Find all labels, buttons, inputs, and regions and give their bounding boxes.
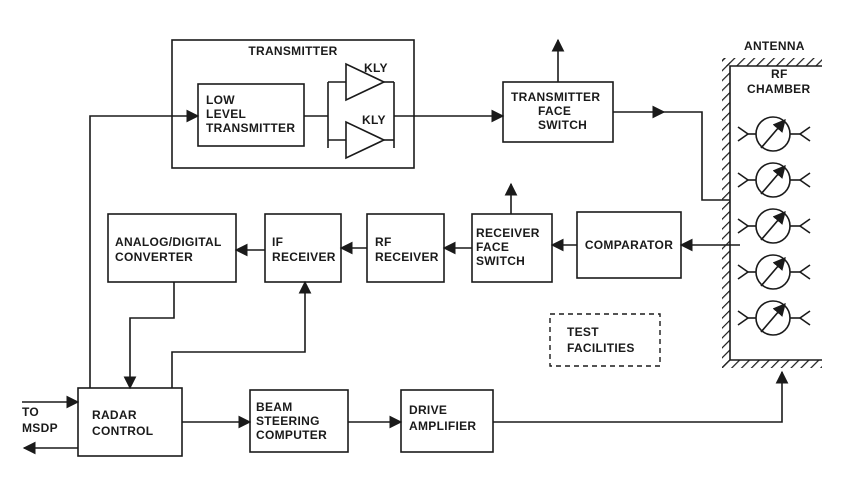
- beam-steering-line-1: BEAM: [256, 400, 293, 414]
- receiver-face-switch-line-3: SWITCH: [476, 254, 525, 268]
- test-facilities-block: TEST FACILITIES: [549, 313, 661, 367]
- antenna-group: ANTENNA RF CHAMBER: [722, 39, 822, 368]
- antenna-title: ANTENNA: [744, 39, 805, 53]
- beam-steering-computer-block: BEAM STEERING COMPUTER: [249, 389, 349, 453]
- beam-steering-line-2: STEERING: [256, 414, 320, 428]
- rf-chamber-line-1: RF: [771, 67, 788, 81]
- radar-control-line-1: RADAR: [92, 408, 137, 422]
- antenna-left-hatch: [722, 58, 730, 368]
- if-receiver-line-1: IF: [272, 235, 283, 249]
- test-facilities-line-1: TEST: [567, 325, 599, 339]
- drive-amplifier-block: DRIVE AMPLIFIER: [400, 389, 494, 453]
- transmitter-face-switch-line-3: SWITCH: [538, 118, 587, 132]
- if-receiver-block: IF RECEIVER: [264, 213, 342, 283]
- low-level-transmitter-block: LOW LEVEL TRANSMITTER: [197, 83, 305, 147]
- line-adc-to-control: [123, 282, 175, 390]
- adc-line-2: CONVERTER: [115, 250, 193, 264]
- klystron-bottom-triangle: [345, 120, 386, 160]
- antenna-bottom-hatch: [722, 360, 822, 368]
- line-drive-to-antenna: [493, 370, 789, 423]
- line-control-to-transmitter: [89, 109, 200, 388]
- low-level-transmitter-line-1: LOW: [206, 93, 235, 107]
- receiver-face-switch-block: RECEIVER FACE SWITCH: [471, 213, 553, 283]
- transmitter-title: TRANSMITTER: [248, 44, 337, 58]
- to-msdp-label: TO MSDP: [22, 405, 58, 435]
- kly-top-label: KLY: [364, 61, 388, 75]
- if-receiver-line-2: RECEIVER: [272, 250, 336, 264]
- phase-shifter: [737, 116, 811, 152]
- transmitter-face-switch-block: TRANSMITTER FACE SWITCH: [502, 81, 614, 143]
- rf-receiver-block: RF RECEIVER: [366, 213, 445, 283]
- transmitter-face-switch-line-1: TRANSMITTER: [511, 90, 600, 104]
- line-control-to-if-receiver: [171, 280, 312, 388]
- low-level-transmitter-line-2: LEVEL: [206, 107, 246, 121]
- drive-amplifier-line-2: AMPLIFIER: [409, 419, 476, 433]
- comparator-label: COMPARATOR: [585, 238, 673, 252]
- rf-chamber-line-2: CHAMBER: [747, 82, 810, 96]
- phase-shifter-column: [737, 116, 811, 336]
- line-tx-switch-to-antenna-b: [664, 111, 730, 201]
- to-msdp-line-1: TO: [22, 405, 39, 419]
- receiver-face-switch-line-1: RECEIVER: [476, 226, 540, 240]
- phase-shifter: [737, 162, 811, 198]
- beam-steering-line-3: COMPUTER: [256, 428, 327, 442]
- transmitter-face-switch-line-2: FACE: [538, 104, 571, 118]
- phase-shifter: [737, 208, 811, 244]
- test-facilities-line-2: FACILITIES: [567, 341, 635, 355]
- rf-receiver-line-2: RECEIVER: [375, 250, 439, 264]
- drive-amplifier-line-1: DRIVE: [409, 403, 447, 417]
- klystron-top-triangle: [345, 62, 386, 102]
- adc-line-1: ANALOG/DIGITAL: [115, 235, 222, 249]
- phase-shifter: [737, 300, 811, 336]
- kly-bottom-label: KLY: [362, 113, 386, 127]
- receiver-face-switch-line-2: FACE: [476, 240, 509, 254]
- phase-shifter: [737, 254, 811, 290]
- radar-control-line-2: CONTROL: [92, 424, 153, 438]
- to-msdp-line-2: MSDP: [22, 421, 58, 435]
- rf-receiver-line-1: RF: [375, 235, 392, 249]
- signal-lines: [22, 38, 789, 455]
- radar-control-block: RADAR CONTROL: [77, 387, 183, 457]
- low-level-transmitter-line-3: TRANSMITTER: [206, 121, 295, 135]
- klystron-pair: KLY KLY: [304, 61, 395, 160]
- transmitter-group: TRANSMITTER LOW LEVEL TRANSMITTER KLY KL…: [171, 39, 415, 169]
- comparator-block: COMPARATOR: [576, 211, 682, 279]
- antenna-top-hatch: [722, 58, 822, 66]
- analog-digital-converter-block: ANALOG/DIGITAL CONVERTER: [107, 213, 237, 283]
